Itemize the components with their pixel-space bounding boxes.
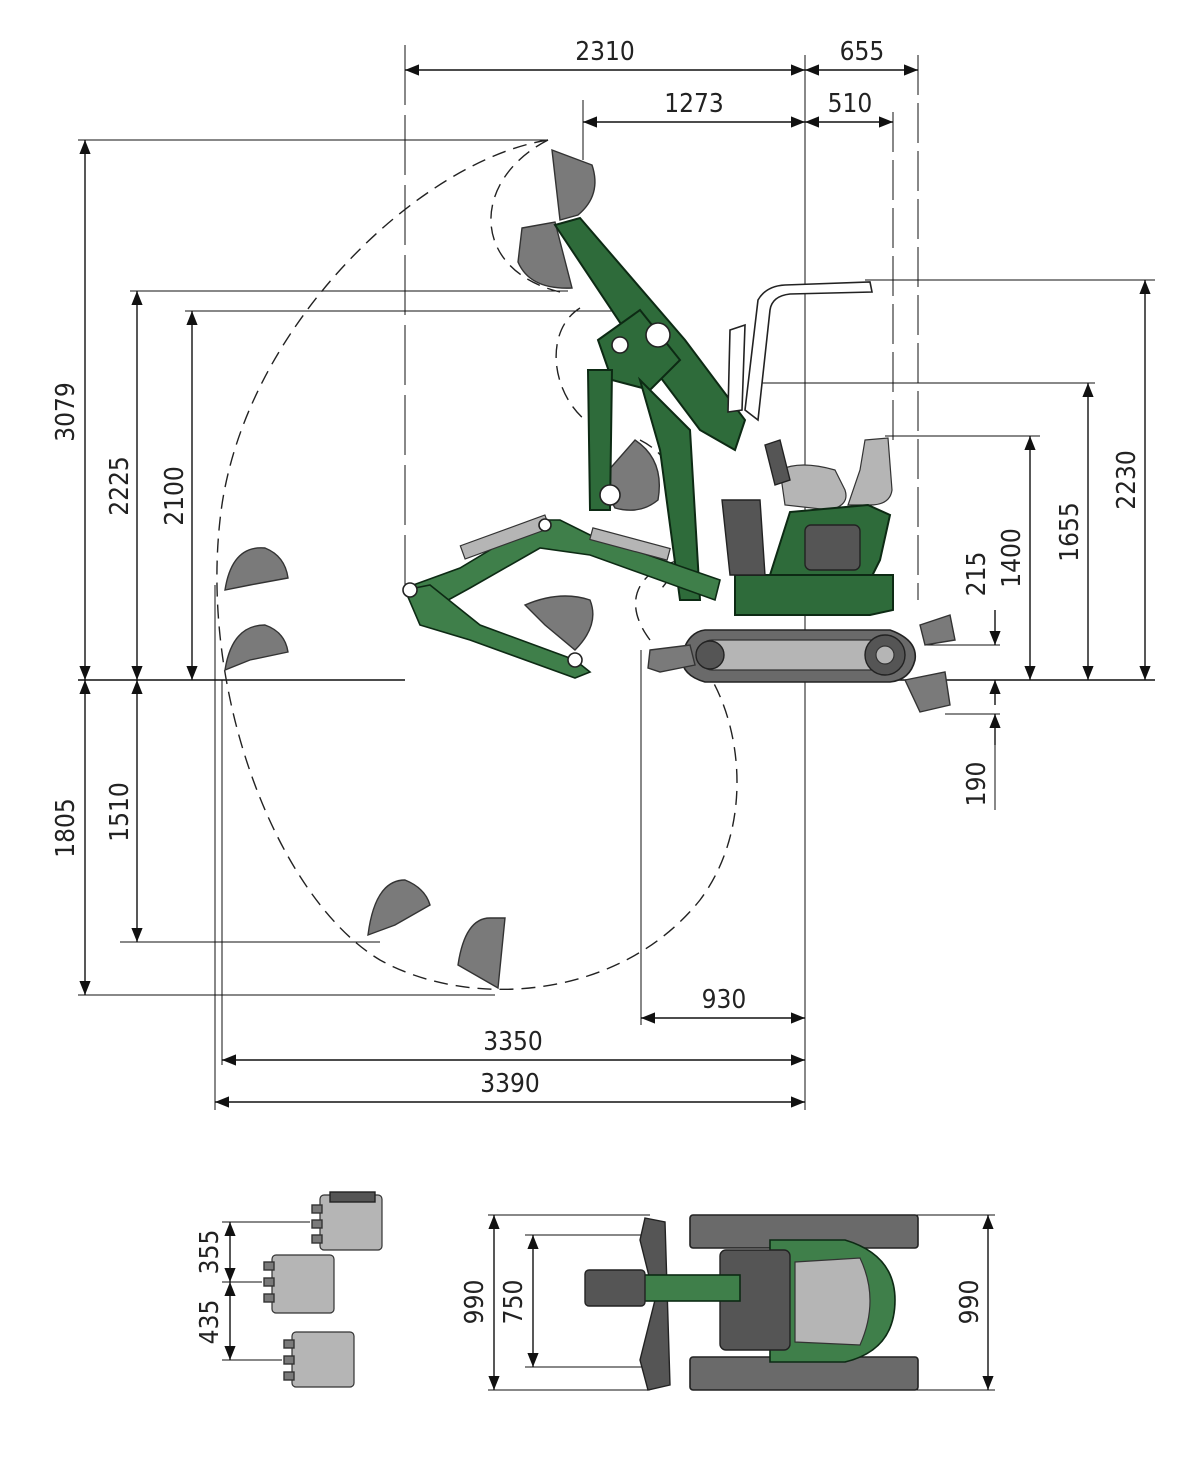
operator-seat	[764, 437, 893, 511]
dim-2100: 2100	[160, 466, 190, 526]
dim-190: 190	[962, 762, 992, 807]
dim-3079: 3079	[51, 382, 81, 442]
dim-3350: 3350	[483, 1027, 543, 1057]
dimension-arrows	[79, 64, 1151, 1108]
dim-355: 355	[195, 1230, 225, 1275]
dim-1273: 1273	[664, 89, 724, 119]
excavator-top-view: 990 750 990	[460, 1214, 995, 1391]
boom-top	[639, 1274, 741, 1302]
dim-435: 435	[195, 1300, 225, 1345]
dim-1655: 1655	[1055, 502, 1085, 562]
dim-510: 510	[828, 89, 873, 119]
bucket-ground-positions	[224, 547, 594, 990]
dim-655: 655	[840, 37, 885, 67]
dozer-blade-front	[647, 614, 956, 713]
undercarriage	[681, 629, 917, 683]
dim-990-left: 990	[460, 1280, 490, 1325]
dim-1400: 1400	[997, 528, 1027, 588]
bucket-medium-top	[263, 1254, 335, 1314]
dim-930: 930	[702, 985, 747, 1015]
bucket-small-top	[311, 1191, 383, 1251]
excavator-side-view	[224, 148, 956, 990]
dim-750: 750	[499, 1280, 529, 1325]
dim-2310: 2310	[575, 37, 635, 67]
bucket-large-top	[283, 1331, 355, 1388]
dim-215: 215	[962, 552, 992, 597]
dim-3390: 3390	[480, 1069, 540, 1099]
bucket-sizes-view: 355 435	[195, 1191, 383, 1388]
canopy-frame	[727, 281, 873, 422]
dim-2225: 2225	[105, 456, 135, 516]
dim-1805: 1805	[51, 798, 81, 858]
bucket-top	[584, 1269, 646, 1307]
upper-structure	[721, 499, 894, 616]
dim-2230: 2230	[1112, 450, 1142, 510]
boom-lowered	[402, 514, 721, 679]
dim-990-right: 990	[955, 1280, 985, 1325]
blade-top	[639, 1217, 671, 1391]
boom-raised	[553, 216, 747, 601]
reference-lines	[78, 45, 1155, 1110]
dim-1510: 1510	[105, 782, 135, 842]
seat-top	[794, 1257, 871, 1346]
